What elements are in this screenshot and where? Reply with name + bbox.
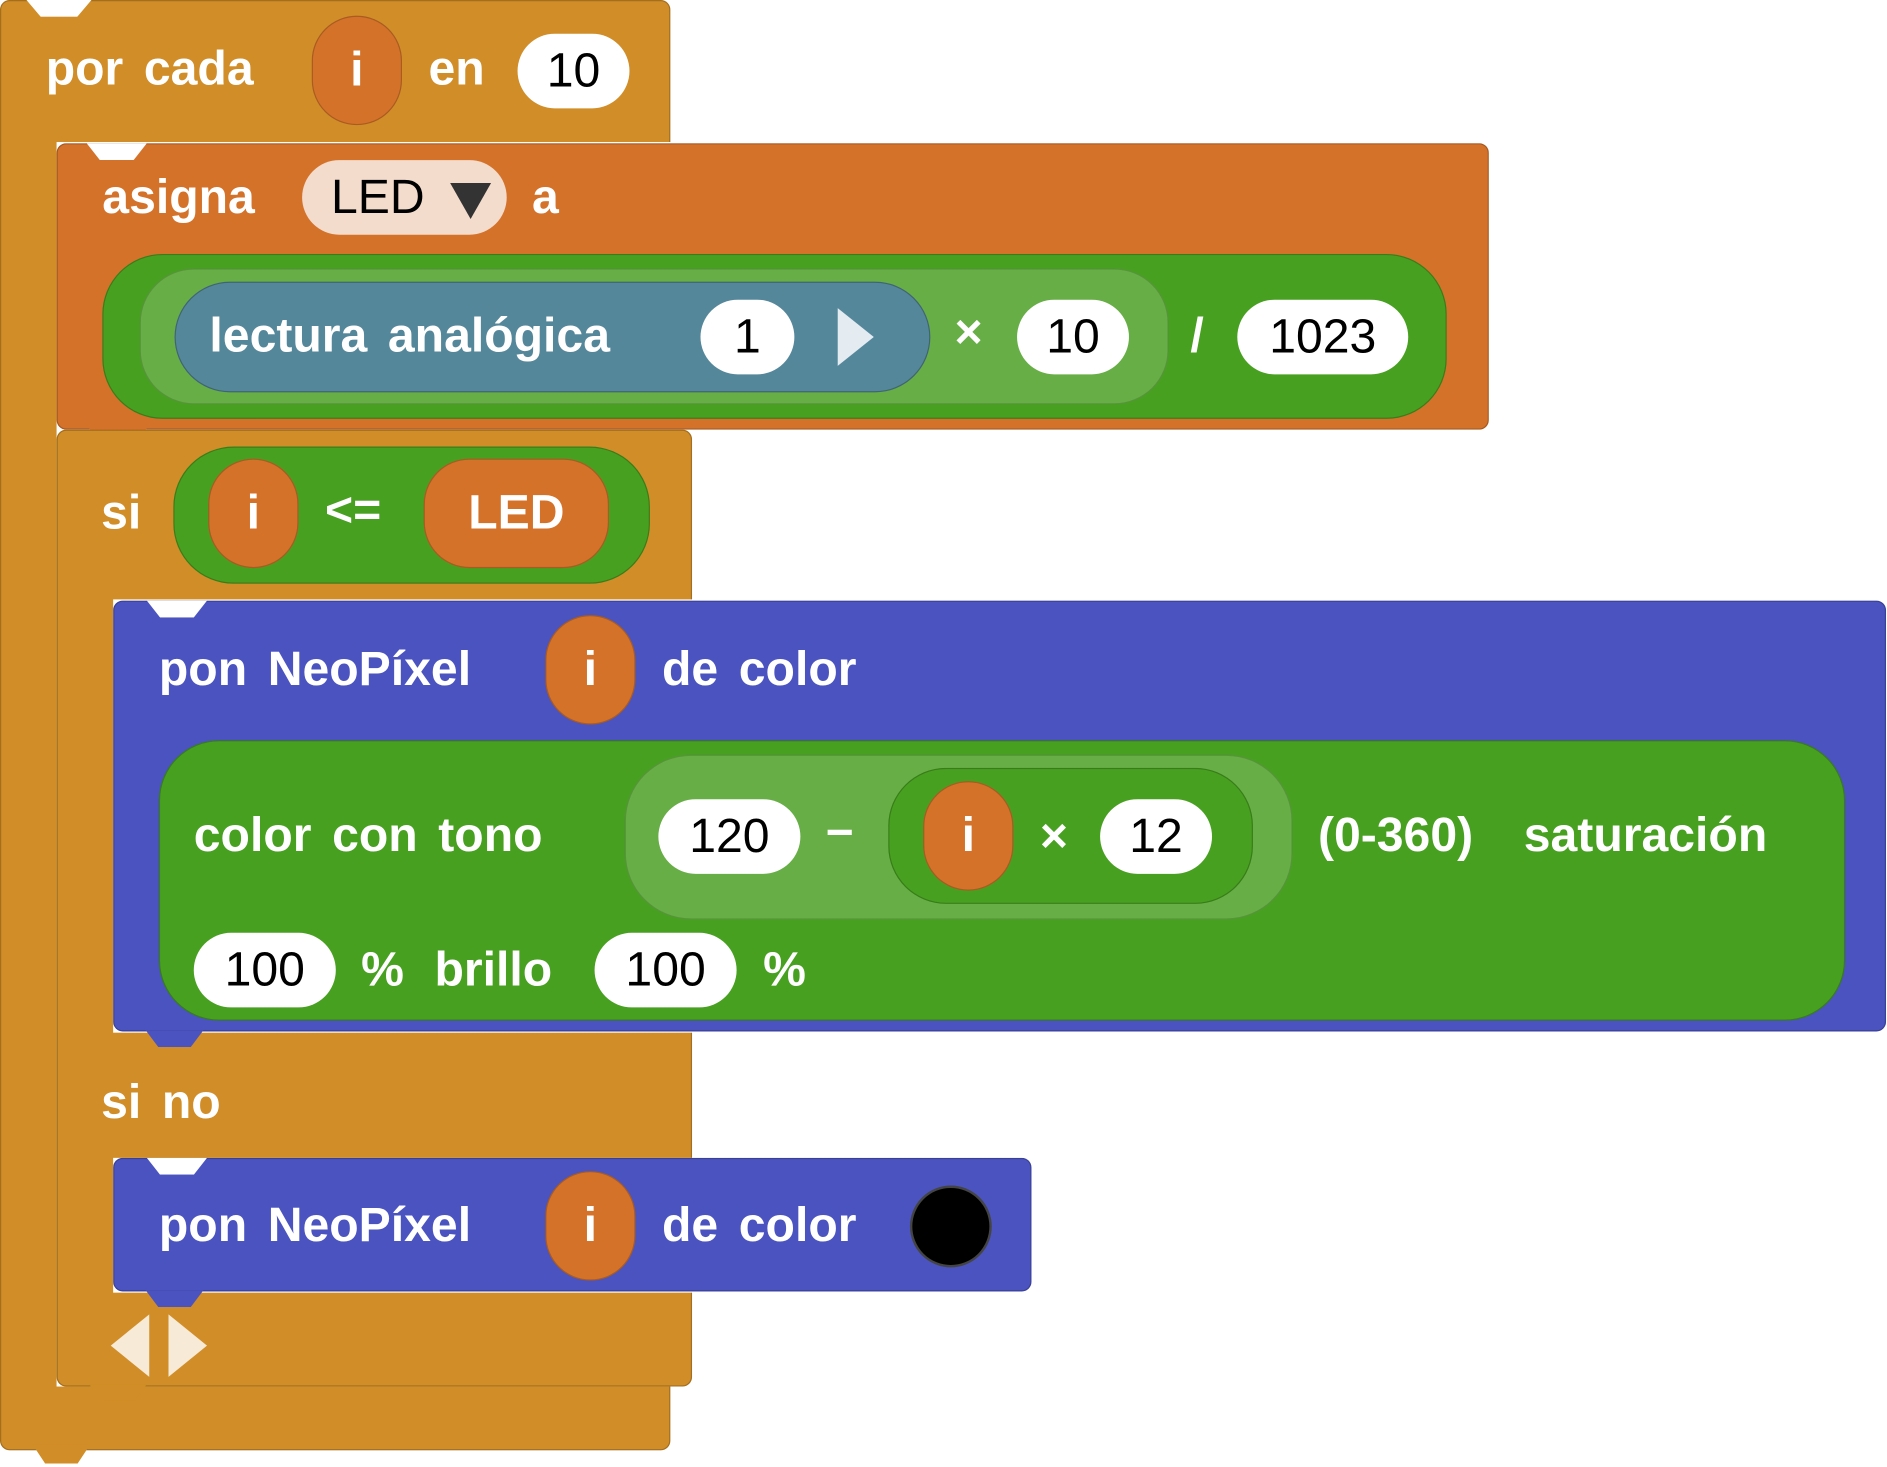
assign-top-notch: [86, 143, 147, 161]
hue-range-label: (0-360): [1317, 808, 1474, 862]
else-label: si no: [101, 1076, 221, 1129]
dropdown-arrow-icon: [450, 182, 492, 220]
assign-label: asigna: [102, 170, 255, 224]
divide-value-input[interactable]: 1023: [1237, 299, 1409, 375]
analog-read-block[interactable]: [174, 281, 931, 393]
if-label: si: [101, 486, 142, 540]
hue-base-input[interactable]: 120: [658, 799, 801, 874]
brightness-input[interactable]: 100: [594, 932, 737, 1008]
neo2-bottom-tab: [145, 1290, 204, 1308]
variable-dropdown[interactable]: LED: [302, 160, 507, 235]
for-each-label: por cada: [45, 42, 254, 96]
hue-var-i[interactable]: i: [923, 781, 1014, 891]
compare-left-i[interactable]: i: [208, 458, 299, 569]
saturation-percent-label: %: [361, 943, 404, 997]
loop-count-input[interactable]: 10: [517, 33, 630, 109]
divide-operator: /: [1190, 309, 1204, 363]
hue-multiply-operator: ×: [1039, 810, 1069, 863]
mutator-arrows[interactable]: [108, 1312, 212, 1379]
neo2-top-notch: [146, 1157, 208, 1175]
neo1-top-notch: [146, 600, 208, 618]
variable-dropdown-value: LED: [330, 170, 425, 224]
hue-label: color con tono: [193, 808, 543, 862]
set-neopixel-label-1: pon NeoPíxel: [158, 642, 472, 696]
set-neopixel-label-2: pon NeoPíxel: [158, 1198, 472, 1252]
loop-top-notch: [26, 0, 92, 17]
hue-factor-input[interactable]: 12: [1100, 799, 1213, 874]
if-bottom-tab: [89, 1384, 147, 1401]
color-swatch[interactable]: [909, 1185, 992, 1268]
compare-operator: <=: [324, 483, 382, 537]
saturation-input[interactable]: 100: [193, 932, 336, 1008]
to-label: a: [531, 170, 559, 224]
neo1-bottom-tab: [145, 1030, 204, 1048]
analog-read-label: lectura analógica: [209, 309, 610, 363]
brightness-percent-label: %: [763, 943, 806, 997]
brightness-label: brillo: [434, 943, 553, 997]
subtract-operator: −: [825, 806, 854, 860]
multiply-operator: ×: [954, 305, 983, 359]
of-color-label-1: de color: [661, 642, 857, 696]
analog-pin-input[interactable]: 1: [700, 299, 795, 375]
saturation-label: saturación: [1523, 808, 1768, 862]
neopixel-index-i-2[interactable]: i: [545, 1171, 636, 1281]
multiply-value-input[interactable]: 10: [1017, 299, 1129, 375]
neopixel-index-i-1[interactable]: i: [545, 615, 636, 725]
mutator-left-arrow-icon: [110, 1314, 150, 1377]
loop-bottom-tab: [32, 1444, 91, 1464]
compare-right-led[interactable]: LED: [423, 458, 610, 569]
mutator-right-arrow-icon: [168, 1314, 208, 1377]
in-label: en: [428, 42, 485, 96]
loop-variable-i[interactable]: i: [311, 15, 403, 126]
expand-arrow-icon[interactable]: [837, 308, 874, 366]
of-color-label-2: de color: [661, 1198, 857, 1252]
